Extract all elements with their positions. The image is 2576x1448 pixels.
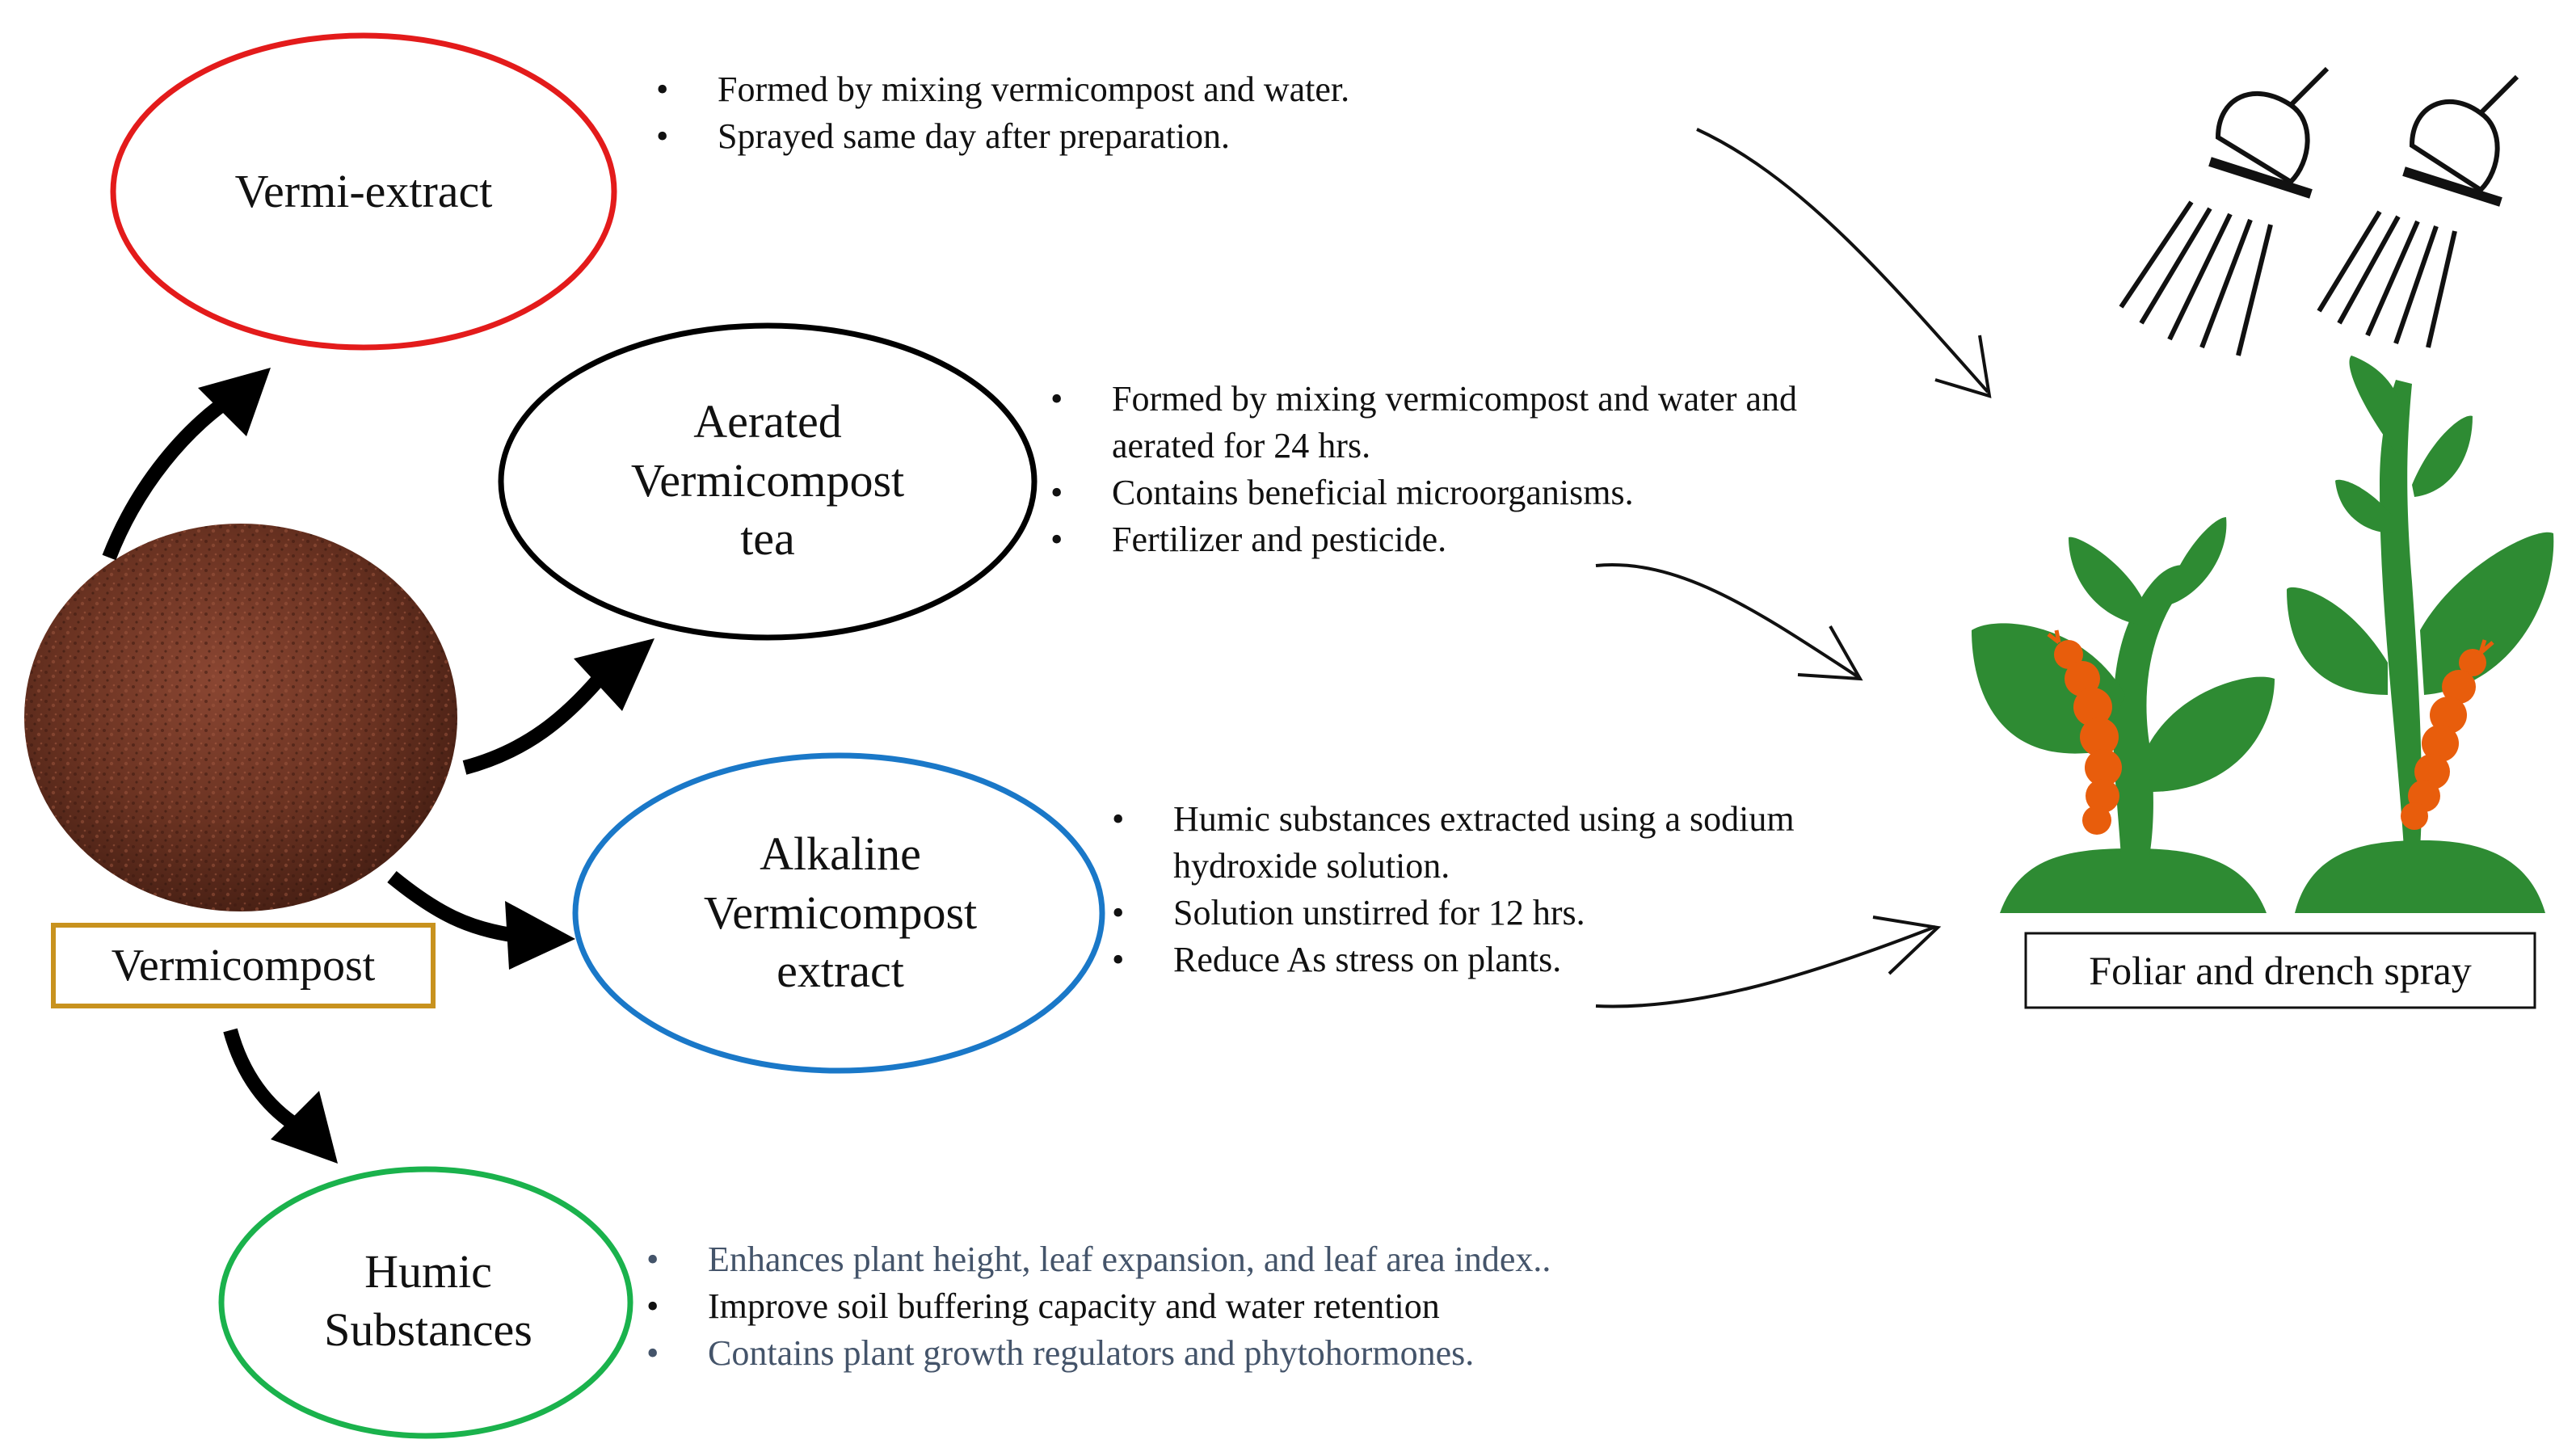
thin-arrow-2 [1595,563,1863,681]
alkaline-notes: •Humic substances extracted using a sodi… [1112,796,1855,983]
plant-icon [1972,517,2275,913]
soil-image [24,524,457,911]
vermi-extract-notes: •Formed by mixing vermicompost and water… [656,66,1585,160]
list-item: •Sprayed same day after preparation. [656,116,1231,156]
alkaline-ellipse [572,752,1105,1074]
list-item: •Contains plant growth regulators and ph… [646,1333,1475,1373]
list-item: •Enhances plant height, leaf expansion, … [646,1240,1551,1279]
aerated-ellipse [498,322,1038,641]
thin-arrow-1 [1696,128,1992,398]
vermicompost-box [51,923,436,1008]
vermi-extract-label: Vermi-extract [234,164,493,217]
aerated-label: Aerated Vermicompost tea [630,395,905,566]
arrow-to-alkaline [387,871,575,970]
foliar-box [2024,932,2536,1009]
arrow-to-aerated [462,638,655,775]
aerated-notes: •Formed by mixing vermicompost and water… [1050,376,1826,563]
shower-head-icon [2317,74,2519,348]
vermicompost-label: Vermicompost [111,941,376,991]
thin-arrow-3 [1595,916,1942,1008]
arrow-to-vermi-extract [102,368,271,561]
humic-notes: •Enhances plant height, leaf expansion, … [646,1236,1778,1377]
list-item: •Formed by mixing vermicompost and water… [1050,379,1798,465]
list-item: •Humic substances extracted using a sodi… [1112,799,1795,886]
alkaline-label: Alkaline Vermicompost extract [703,827,978,998]
foliar-label: Foliar and drench spray [2089,948,2472,993]
list-item: •Contains beneficial microorganisms. [1050,473,1634,512]
caterpillar-icon [2401,639,2494,830]
vermi-extract-ellipse [110,32,617,351]
list-item: •Reduce As stress on plants. [1112,940,1562,979]
list-item: •Solution unstirred for 12 hrs. [1112,893,1585,932]
humic-ellipse [218,1166,633,1439]
list-item: •Formed by mixing vermicompost and water… [656,69,1350,109]
humic-label: Humic Substances [324,1244,532,1357]
plant-icon [2287,356,2554,913]
arrow-to-humic [223,1028,338,1164]
shower-head-icon [2119,66,2330,356]
caterpillar-icon [2047,629,2122,835]
list-item: •Improve soil buffering capacity and wat… [646,1286,1440,1326]
list-item: •Fertilizer and pesticide. [1050,520,1447,559]
